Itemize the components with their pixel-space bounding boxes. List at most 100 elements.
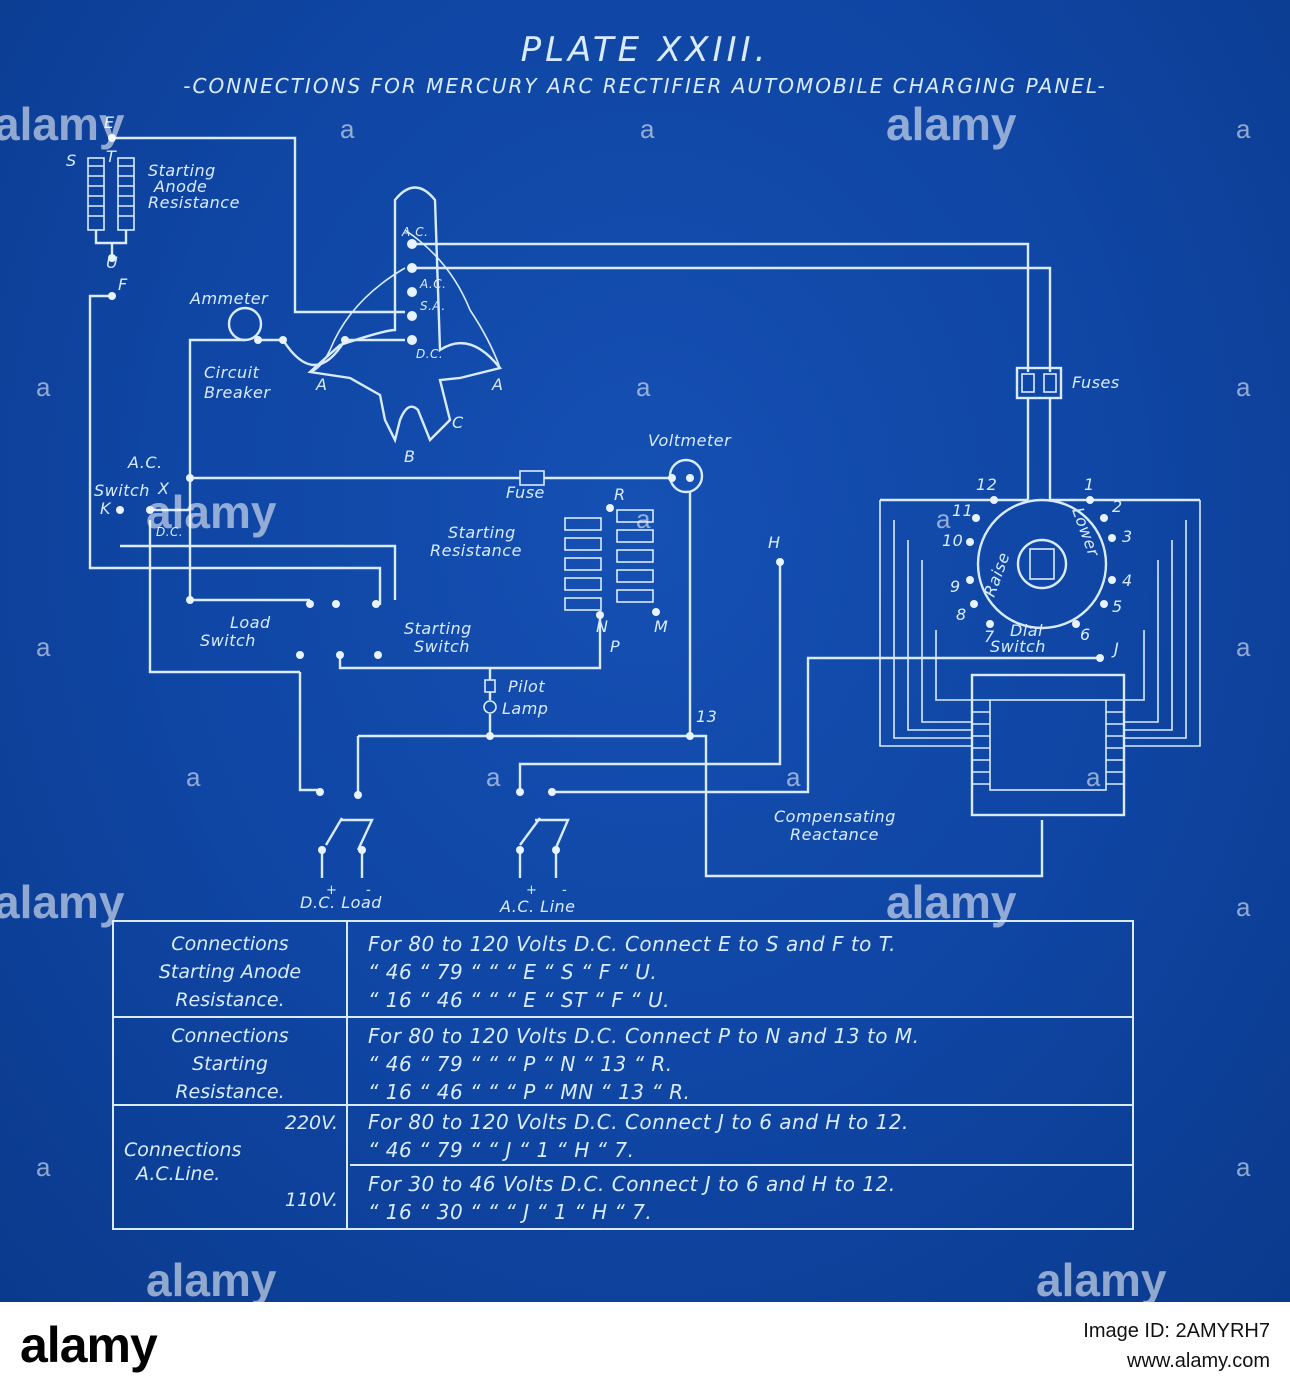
label-n: N (596, 617, 608, 636)
connection-line: For 80 to 120 Volts D.C. Connect J to 6 … (368, 1110, 909, 1134)
label-ac-plus: + (526, 883, 537, 898)
dial-number-5: 5 (1112, 597, 1123, 616)
watermarks: alamy alamy alamy alamy alamy alamy alam… (0, 98, 1251, 1302)
row-label-line: A.C.Line. (136, 1163, 221, 1185)
label-dial-switch-1: Dial (1010, 621, 1043, 640)
watermark: alamy (146, 1254, 277, 1302)
svg-text:a: a (636, 372, 651, 402)
row-label-line: 110V. (284, 1189, 338, 1211)
label-ac-switch-1: A.C. (127, 453, 163, 472)
label-compensating-reactance-2: Reactance (790, 825, 879, 844)
label-ammeter: Ammeter (189, 289, 269, 308)
terminals (108, 134, 1104, 854)
connection-line: “ 46 “ 79 “ “ J “ 1 “ H “ 7. (368, 1138, 635, 1162)
dial-number-6: 6 (1080, 625, 1091, 644)
label-starting-switch-2: Switch (414, 637, 470, 656)
row-label: Connections Starting Resistance. (114, 1018, 348, 1104)
row-label: Connections Starting Anode Resistance. (114, 922, 348, 1016)
connection-line: “ 46 “ 79 “ “ “ E “ S “ F “ U. (368, 960, 658, 984)
row-label-line: Connections (171, 933, 289, 955)
table-row: Connections Starting Resistance. For 80 … (114, 1018, 1132, 1106)
image-id-text: Image ID: 2AMYRH7 (1083, 1320, 1270, 1342)
blueprint-sheet (0, 0, 1290, 1302)
label-ac-line: A.C. Line (499, 897, 576, 916)
watermark: alamy (1036, 1254, 1167, 1302)
label-fuse: Fuse (506, 483, 545, 502)
label-pilot-lamp-2: Lamp (502, 699, 548, 718)
label-dc-mark: D.C. (156, 525, 183, 539)
svg-text:a: a (36, 372, 51, 402)
label-circuit-breaker-2: Breaker (204, 383, 271, 402)
svg-text:a: a (186, 762, 201, 792)
label-dc-load: D.C. Load (300, 893, 382, 912)
starting-resistance-grid (564, 509, 654, 611)
voltage-220-block: For 80 to 120 Volts D.C. Connect J to 6 … (350, 1106, 1132, 1166)
label-j: J (1111, 639, 1119, 658)
plate-subtitle: -CONNECTIONS FOR MERCURY ARC RECTIFIER A… (183, 74, 1107, 98)
row-label-line: Connections (124, 1139, 242, 1161)
svg-text:a: a (1086, 762, 1101, 792)
connection-line: “ 16 “ 46 “ “ “ P “ MN “ 13 “ R. (368, 1080, 691, 1104)
row-connections: For 80 to 120 Volts D.C. Connect P to N … (350, 1018, 1132, 1108)
label-a-right: A (491, 375, 503, 394)
dial-number-1: 1 (1084, 475, 1095, 494)
row-connections: For 80 to 120 Volts D.C. Connect J to 6 … (350, 1106, 1132, 1228)
row-label-line: Resistance. (175, 989, 285, 1011)
svg-text:a: a (786, 762, 801, 792)
label-b: B (404, 447, 415, 466)
row-label-line: Resistance. (175, 1081, 285, 1103)
dial-number-3: 3 (1122, 527, 1133, 546)
label-dc-minus: - (366, 883, 371, 898)
label-pilot-lamp-1: Pilot (508, 677, 545, 696)
label-compensating-reactance-1: Compensating (774, 807, 896, 826)
label-s: S (66, 151, 77, 170)
dial-number-10: 10 (942, 531, 963, 550)
plate-title: PLATE XXIII. (520, 30, 770, 70)
dial-number-11: 11 (952, 501, 973, 520)
row-connections: For 80 to 120 Volts D.C. Connect E to S … (350, 922, 1132, 1024)
label-voltmeter: Voltmeter (648, 431, 732, 450)
row-label-line: Connections (171, 1025, 289, 1047)
label-circuit-breaker-1: Circuit (204, 363, 260, 382)
label-raise: Raise (980, 550, 1014, 600)
dial-number-9: 9 (950, 577, 961, 596)
table-row: Connections Starting Anode Resistance. F… (114, 922, 1132, 1018)
connection-line: For 80 to 120 Volts D.C. Connect E to S … (368, 932, 896, 956)
svg-text:a: a (1236, 632, 1251, 662)
label-t: T (106, 147, 117, 166)
stock-footer: alamy Image ID: 2AMYRH7 www.alamy.com (0, 1302, 1290, 1390)
label-x-mark: X (157, 479, 170, 498)
label-tube-sa: S.A. (420, 299, 446, 313)
label-m: M (654, 617, 668, 636)
connection-line: “ 46 “ 79 “ “ “ P “ N “ 13 “ R. (368, 1052, 673, 1076)
label-starting-anode-1: Starting (148, 161, 216, 180)
dial-number-8: 8 (956, 605, 967, 624)
row-label-line: Starting (192, 1053, 268, 1075)
dial-number-4: 4 (1122, 571, 1133, 590)
alamy-logo: alamy (20, 1317, 158, 1373)
connection-line: For 30 to 46 Volts D.C. Connect J to 6 a… (368, 1172, 896, 1196)
table-row: 220V. Connections A.C.Line. 110V. For 80… (114, 1106, 1132, 1228)
svg-text:a: a (1236, 1152, 1251, 1182)
row-label: 220V. Connections A.C.Line. 110V. (114, 1106, 348, 1228)
label-starting-anode-2: Anode (153, 177, 207, 196)
watermark: alamy (146, 486, 277, 538)
svg-text:a: a (1236, 114, 1251, 144)
watermark: alamy (0, 876, 125, 928)
label-u: U (106, 253, 118, 272)
svg-text:a: a (486, 762, 501, 792)
svg-text:a: a (36, 632, 51, 662)
label-starting-resistance-1: Starting (448, 523, 516, 542)
label-tube-dc: D.C. (416, 347, 443, 361)
svg-text:a: a (1236, 372, 1251, 402)
row-label-line: 220V. (284, 1112, 338, 1134)
diagram-labels: E S T U F Starting Anode Resistance Amme… (66, 113, 1120, 916)
label-fuses: Fuses (1072, 373, 1120, 392)
label-a-left: A (315, 375, 327, 394)
label-ac-switch-2: Switch (94, 481, 150, 500)
voltage-110-block: For 30 to 46 Volts D.C. Connect J to 6 a… (350, 1166, 1132, 1226)
label-load-switch-1: Load (230, 613, 271, 632)
svg-text:a: a (936, 504, 951, 534)
connection-line: “ 16 “ 30 “ “ “ J “ 1 “ H “ 7. (368, 1200, 653, 1224)
dial-number-12: 12 (976, 475, 997, 494)
